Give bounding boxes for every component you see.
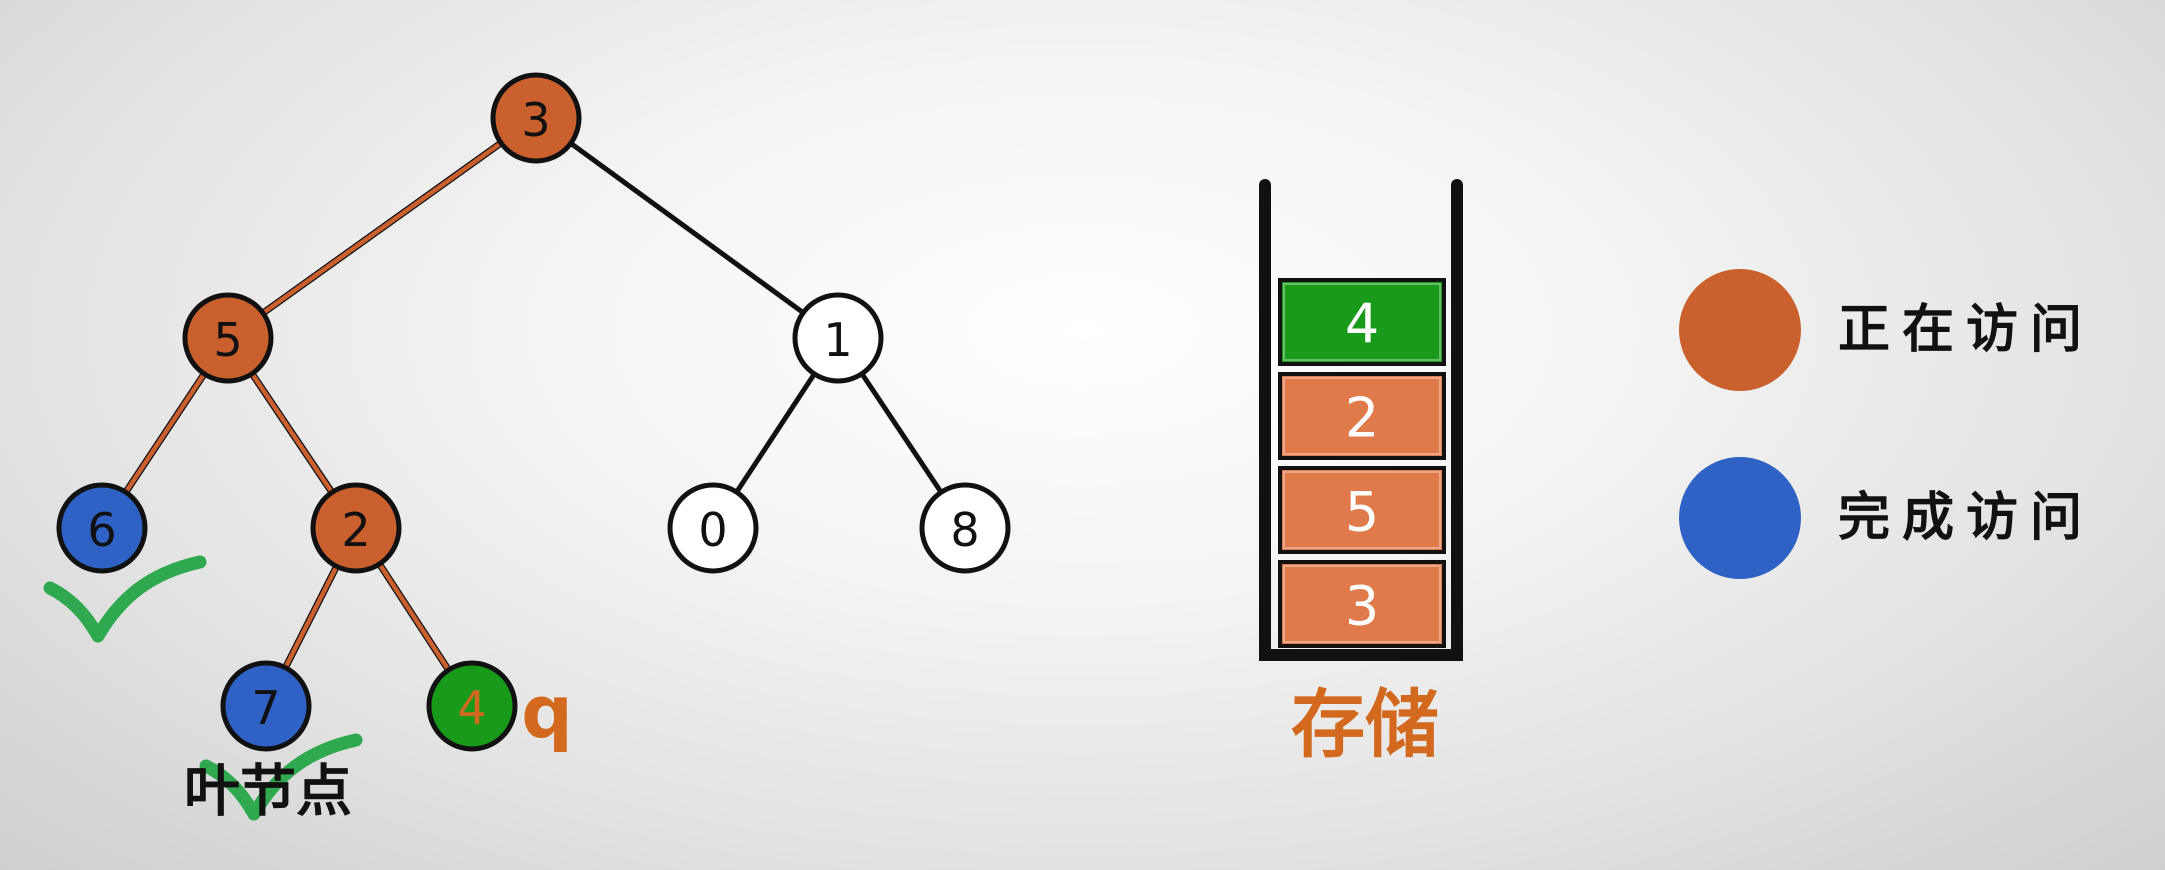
tree-node-circle [182,292,274,384]
tree-node-8: 8 [919,482,1011,574]
tree-node-label: 4 [457,681,486,735]
tree-node-circle [310,482,402,574]
tree-node-circle [220,660,312,752]
stack-cell-label: 3 [1345,575,1379,638]
tree-node-label: 2 [341,503,370,557]
tree-edge-highlighted [376,561,452,673]
stack-cell-inner-border [1283,377,1441,455]
visited-checkmarks [43,555,363,821]
tree-node-circle [490,72,582,164]
tree-node-2: 2 [310,482,402,574]
tree-edge-highlighted [282,563,340,671]
tree-node-circle [792,292,884,384]
stack-cell-label: 5 [1345,481,1379,544]
tree-node-6: 6 [56,482,148,574]
tree-node-0: 0 [667,482,759,574]
stack-cell-label: 2 [1345,387,1379,450]
legend-item-visiting: 正在访问 [1679,269,2094,391]
tree-node-circle [919,482,1011,574]
legend-swatch [1679,269,1801,391]
tree-node-label: 6 [87,503,116,557]
tree-edge-highlighted [260,139,504,317]
stack-cell-box [1278,278,1446,366]
stack-cell-box [1278,466,1446,554]
stack-container: 4 2 5 3 存储 [1259,179,1463,768]
tree-edges [121,138,945,674]
stack-cell-box [1278,560,1446,648]
tree-node-circle [56,482,148,574]
tree-node-3: 3 [490,72,582,164]
tree-edge-highlighted [122,370,208,496]
legend-label: 完成访问 [1838,488,2094,548]
stack-cell-2: 2 [1278,372,1446,460]
tree-node-5: 5 [182,292,274,384]
pointer-label: q [521,670,573,754]
stack-caption: 存储 [1291,682,1439,768]
stack-cell-box [1278,372,1446,460]
tree-node-1: 1 [792,292,884,384]
stack-cells: 4 2 5 3 [1278,278,1446,648]
tree-edge [567,140,807,316]
tree-node-label: 1 [823,313,852,367]
tree-node-7: 7 [220,660,312,752]
stack-cell-4: 4 [1278,278,1446,366]
leaf-node-caption: 叶节点 [184,760,352,825]
tree-node-label: 7 [251,681,280,735]
stack-cell-5: 5 [1278,466,1446,554]
stack-walls [1259,179,1463,661]
stack-cell-3: 3 [1278,560,1446,648]
tree-node-circle [426,660,518,752]
tree-edge [858,370,945,496]
tree-node-label: 5 [213,313,242,367]
tree-edge-highlighted [249,370,335,496]
legend-item-visited: 完成访问 [1679,457,2094,579]
tree-node-label: 0 [698,503,727,557]
legend-swatch [1679,457,1801,579]
tree-node-label: 3 [521,93,550,147]
stack-cell-inner-border [1283,471,1441,549]
checkmark-icon [43,555,207,643]
stack-cell-inner-border [1283,283,1441,361]
stack-cell-label: 4 [1345,293,1379,356]
stack-cell-inner-border [1283,565,1441,643]
binary-tree: 3 5 1 6 2 0 8 7 4 q 叶节点 [43,72,1011,825]
tree-edge [733,370,818,496]
tree-node-label: 8 [950,503,979,557]
checkmark-icon [199,733,363,821]
tree-node-4: 4 [426,660,518,752]
legend-label: 正在访问 [1838,300,2094,360]
tree-node-circle [667,482,759,574]
tree-nodes: 3 5 1 6 2 0 8 7 4 [56,72,1011,752]
